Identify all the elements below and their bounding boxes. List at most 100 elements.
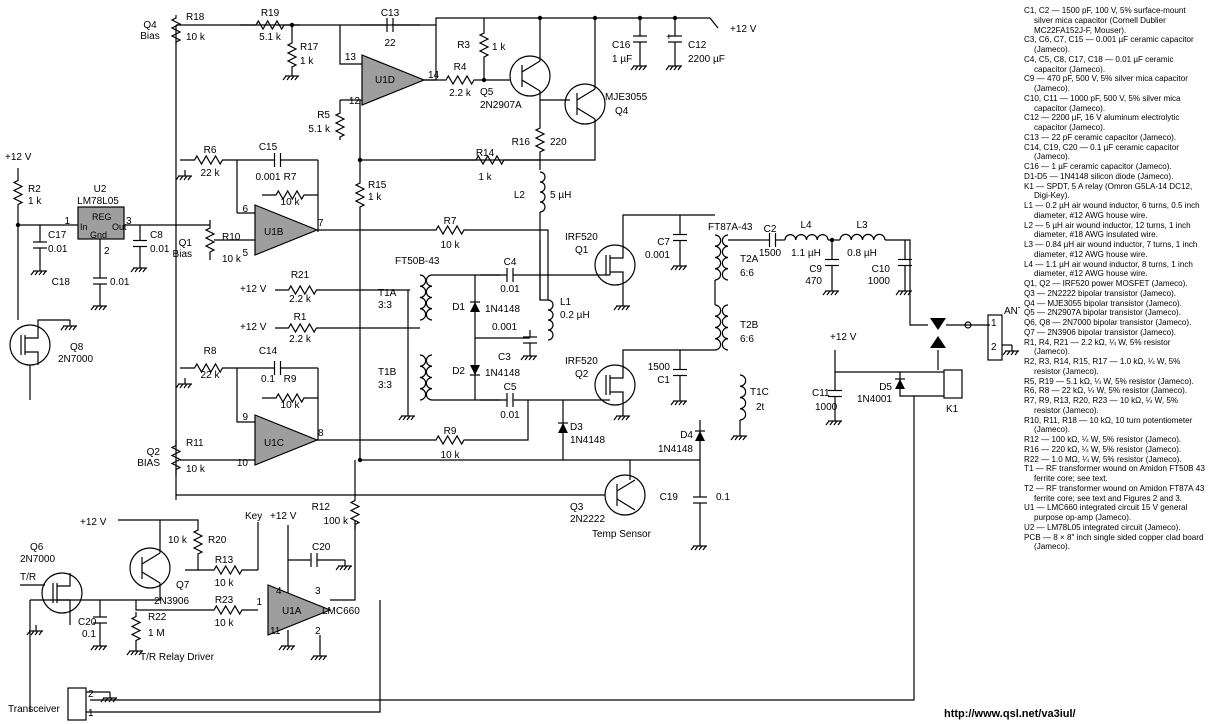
pin-u1b-6: 6 [242, 204, 248, 215]
inductor-l4 [784, 234, 829, 241]
ratio-t1a: 3:3 [378, 300, 392, 311]
source-url[interactable]: http://www.qsl.net/va3iul/ [944, 708, 1076, 720]
jack-pin-1: 1 [88, 708, 94, 719]
ground-hatch [903, 290, 908, 296]
ground-hatch [30, 630, 35, 636]
transformer-t1c [739, 374, 747, 421]
ground-hatch [682, 400, 687, 406]
val-c15: 0.001 [255, 172, 280, 183]
val-c16: 1 µF [612, 54, 632, 65]
val-r6: 22 k [201, 168, 221, 179]
ref-t1b: T1B [378, 367, 397, 378]
pin-u1d-14: 14 [428, 70, 440, 81]
ground-hatch [72, 325, 77, 331]
val-r23: 10 k [215, 618, 235, 629]
ground-hatch [175, 383, 180, 389]
ground-hatch [286, 645, 291, 651]
jack-pin-2: 2 [88, 689, 94, 700]
ground-hatch [290, 645, 295, 651]
ref-r13: R13 [215, 555, 234, 566]
ground-hatch [30, 270, 35, 276]
ground-hatch [26, 630, 31, 636]
ground-hatch [343, 565, 348, 571]
ground-hatch [621, 305, 626, 311]
wire [885, 239, 928, 326]
transformer-t2a-pri [714, 234, 722, 281]
ground-hatch [38, 630, 43, 636]
parts-list-item: R6, R8 — 22 kΩ, ¼ W, 5% resistor (Jameco… [1024, 386, 1188, 396]
pin-u1a-4: 4 [276, 586, 282, 597]
ground-hatch [690, 545, 695, 551]
resistor-r7b [420, 224, 480, 236]
ground-hatch [665, 65, 670, 71]
resistor-r9b [420, 434, 480, 446]
val-l1: 0.2 µH [560, 310, 590, 321]
ground-hatch [187, 175, 192, 181]
label-q1-bias: Q1 [179, 238, 193, 249]
resistor-r5 [334, 110, 346, 140]
supply-r21: +12 V [240, 284, 267, 295]
inductor-l2 [539, 171, 546, 213]
transformer-t1b-sec [425, 354, 433, 401]
ref-l4: L4 [800, 220, 812, 231]
ground-hatch [734, 435, 739, 441]
transistor-q8-drain [25, 325, 39, 339]
resistor-r8 [180, 362, 237, 374]
ref-t1c: T1C [750, 387, 769, 398]
wire [236, 368, 255, 423]
ref-r16: R16 [512, 137, 531, 148]
ref-c12: C12 [688, 40, 707, 51]
junction-dot [637, 15, 643, 21]
relay-pole [964, 321, 972, 329]
ant-pin-2: 2 [991, 342, 997, 353]
wire [480, 400, 529, 441]
pin-u1d-13: 13 [345, 52, 357, 63]
ref-r22: R22 [148, 612, 167, 623]
parts-list-item: R5, R19 — 5.1 kΩ, ¼ W, 5% resistor (Jame… [1024, 376, 1194, 386]
supply-u1a: +12 V [270, 511, 297, 522]
val-r9a: 10 k [281, 400, 301, 411]
supply-r2: +12 V [5, 152, 32, 163]
reg-label: REG [92, 212, 112, 222]
ground-hatch [528, 355, 533, 361]
ref-c11: C10 [872, 264, 891, 275]
transformer-t1a-sec [425, 274, 433, 321]
resistor-r3 [478, 30, 490, 60]
parts-list-item: Q4 — MJE3055 bipolar transistor (Jameco)… [1024, 298, 1182, 308]
diode-d2 [470, 365, 480, 375]
pin-u1a-2: 2 [315, 626, 321, 637]
val-c1b: 1500 [648, 362, 671, 373]
inductor-l1 [547, 299, 554, 341]
u1d-in-minus [339, 25, 362, 65]
opamp-u1b [254, 204, 319, 256]
ground-hatch [286, 75, 291, 81]
parts-list-item: T2 — RF transformer wound on Amidon FT87… [1024, 483, 1205, 503]
reg-gnd: Gnd [90, 230, 107, 240]
ground-hatch [694, 545, 699, 551]
ground-hatch [60, 325, 65, 331]
parts-list-item: R2, R3, R14, R15, R17 — 1.0 kΩ, ¼ W, 5% … [1024, 357, 1181, 376]
val-r17: 1 k [300, 56, 314, 67]
name-q8: 2N7000 [58, 354, 93, 365]
parts-list-item: PCB — 8 × 8" inch single sided copper cl… [1024, 532, 1204, 552]
ground-hatch [90, 645, 95, 651]
ref-l3: L3 [856, 220, 868, 231]
name-u1a: LMC660 [322, 606, 360, 617]
parts-list-item: C12 — 2200 µF, 16 V aluminum electrolyti… [1024, 113, 1180, 132]
relay-k1 [943, 369, 963, 399]
ref-r2: R2 [28, 184, 41, 195]
ref-d1: D1 [452, 302, 465, 313]
ground-hatch [318, 655, 323, 661]
ground-hatch [142, 267, 147, 273]
name-q7: 2N3906 [154, 596, 189, 607]
ref-r12: R12 [312, 502, 331, 513]
val-r15: 1 k [368, 192, 382, 203]
ref-c18: C18 [52, 277, 71, 288]
transistor-q5-emitter [521, 79, 541, 92]
transformer-t1a-pri [419, 274, 427, 321]
val-r5: 5.1 k [308, 124, 331, 135]
transistor-q4-emitter [576, 107, 596, 120]
wire [622, 214, 715, 245]
resistor-r11 [170, 440, 182, 475]
